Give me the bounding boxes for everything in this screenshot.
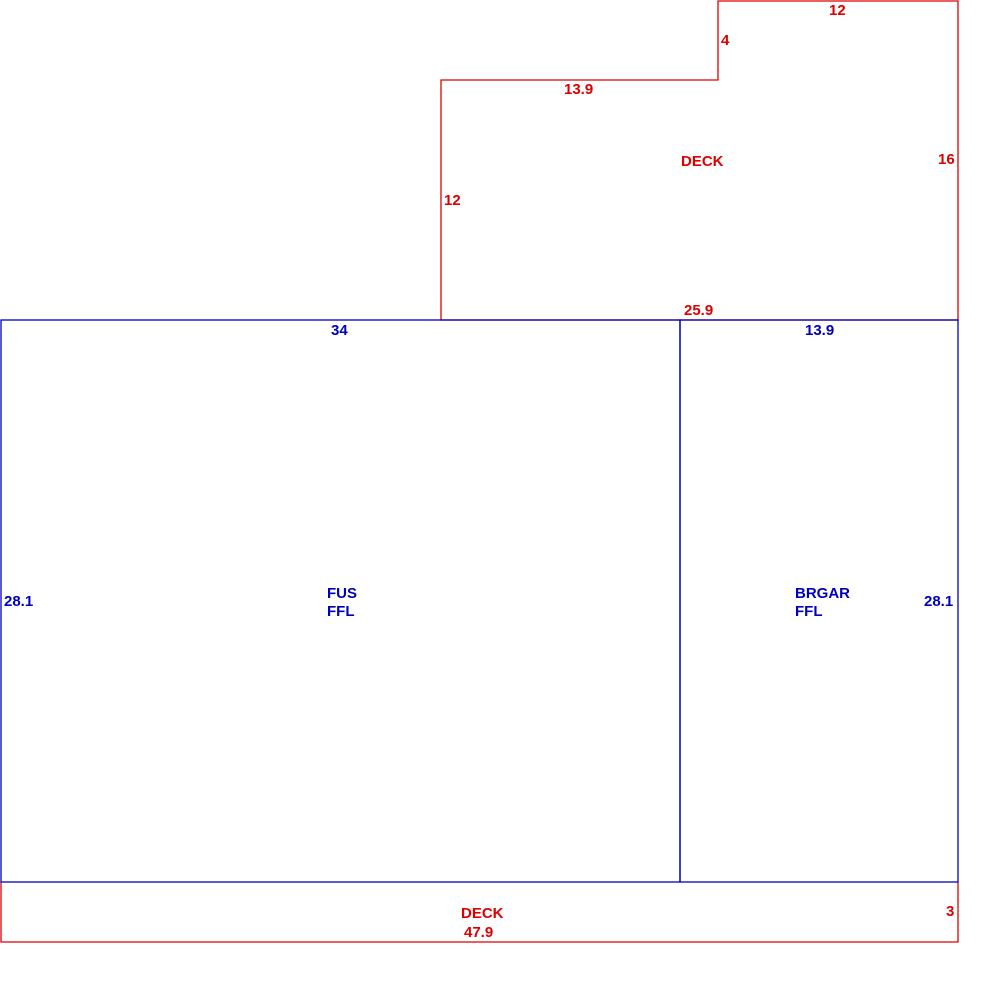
deck-lower-outline <box>0 882 959 943</box>
fus-room-sub: FFL <box>327 603 355 620</box>
dim-deck-lower-bottom: 47.9 <box>464 924 493 941</box>
dim-deck-lower-right: 3 <box>946 903 954 920</box>
deck-upper-label: DECK <box>681 153 724 170</box>
brgar-room-sub: FFL <box>795 603 823 620</box>
dim-brgar-top: 13.9 <box>805 322 834 339</box>
dim-deck-upper-top: 12 <box>829 2 846 19</box>
dim-fus-top: 34 <box>331 322 348 339</box>
dim-deck-upper-mid: 13.9 <box>564 81 593 98</box>
dim-deck-upper-left: 12 <box>444 192 461 209</box>
brgar-room-outline <box>679 319 959 883</box>
dim-deck-upper-bottom: 25.9 <box>684 302 713 319</box>
brgar-room-name: BRGAR <box>795 585 850 602</box>
dim-fus-left: 28.1 <box>4 593 33 610</box>
fus-room-name: FUS <box>327 585 357 602</box>
dim-deck-upper-step: 4 <box>721 32 730 49</box>
deck-lower-label: DECK <box>461 905 504 922</box>
dim-deck-upper-right: 16 <box>938 151 955 168</box>
dim-brgar-right: 28.1 <box>924 593 953 610</box>
